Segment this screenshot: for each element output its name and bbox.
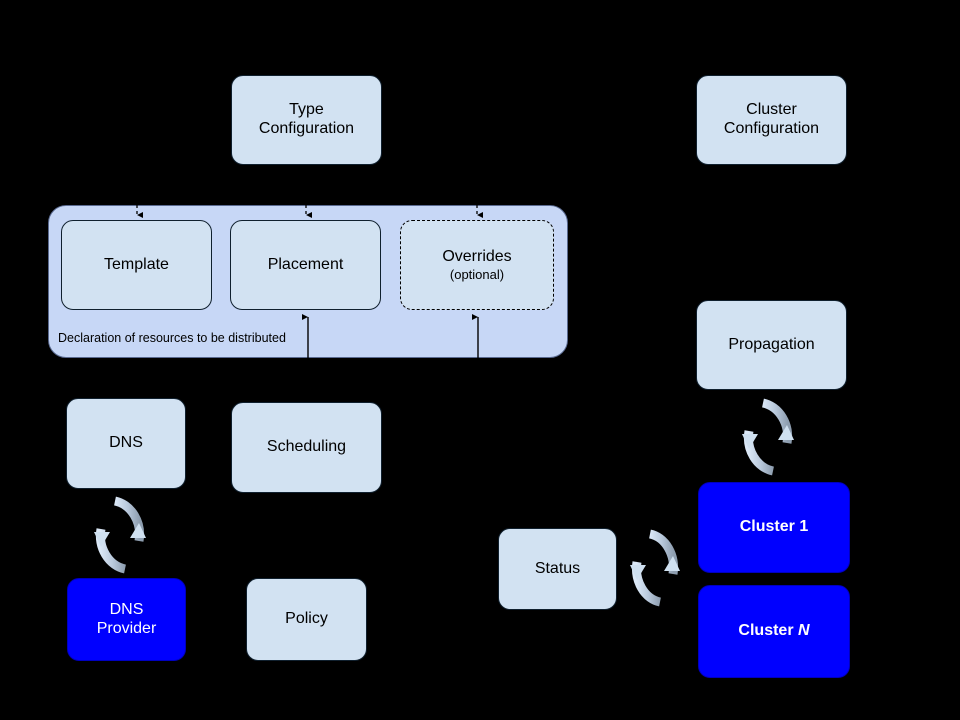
node-scheduling[interactable]: Scheduling (231, 402, 382, 493)
node-cluster-n[interactable]: Cluster N (698, 585, 850, 678)
node-policy[interactable]: Policy (246, 578, 367, 661)
node-cluster-1-label: Cluster 1 (739, 518, 809, 536)
node-placement[interactable]: Placement (230, 220, 381, 310)
node-policy-label: Policy (285, 610, 328, 628)
node-dns-provider-label: DNS Provider (96, 600, 157, 637)
node-scheduling-label: Scheduling (266, 438, 347, 456)
node-type-configuration-label: Type Configuration (258, 101, 355, 137)
node-overrides-label: Overrides (optional) (442, 247, 512, 282)
node-type-configuration[interactable]: Type Configuration (231, 75, 382, 165)
node-cluster-1[interactable]: Cluster 1 (698, 482, 850, 573)
node-overrides[interactable]: Overrides (optional) (400, 220, 554, 310)
container-caption: Declaration of resources to be distribut… (58, 331, 286, 345)
node-template-label: Template (104, 255, 169, 273)
node-dns-label: DNS (109, 434, 143, 452)
sync-arrows-icon-dns (94, 496, 146, 574)
node-dns-provider[interactable]: DNS Provider (67, 578, 186, 661)
sync-arrows-icon-propagation (742, 398, 794, 476)
node-propagation[interactable]: Propagation (696, 300, 847, 390)
node-template[interactable]: Template (61, 220, 212, 310)
node-cluster-configuration[interactable]: Cluster Configuration (696, 75, 847, 165)
node-placement-label: Placement (267, 255, 344, 273)
node-cluster-configuration-label: Cluster Configuration (723, 101, 820, 137)
node-dns[interactable]: DNS (66, 398, 186, 489)
node-cluster-n-label: Cluster N (738, 622, 810, 640)
node-propagation-label: Propagation (728, 335, 815, 353)
sync-arrows-icon-status (630, 529, 680, 607)
node-status[interactable]: Status (498, 528, 617, 610)
node-status-label: Status (534, 559, 581, 577)
node-overrides-sublabel: (optional) (449, 266, 505, 282)
